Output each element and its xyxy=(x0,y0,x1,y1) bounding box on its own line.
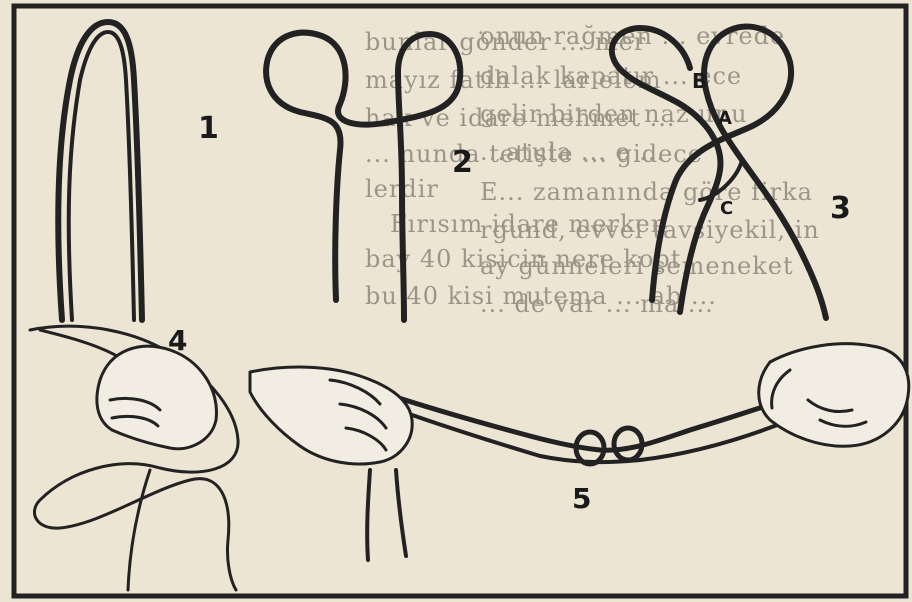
figure-5-hands-and-rope xyxy=(250,344,909,560)
figure-3-label: 3 xyxy=(830,191,851,226)
figure-4-label: 4 xyxy=(168,324,187,357)
figure-3-rope xyxy=(612,27,826,318)
figure-3-point-c: C xyxy=(720,198,733,219)
figure-1-label: 1 xyxy=(198,111,219,146)
figure-1-rope xyxy=(58,22,142,320)
figure-2-rope xyxy=(266,33,460,320)
figure-4-hand-and-rope xyxy=(30,326,238,590)
figure-3-point-a: A xyxy=(718,108,732,129)
figure-2-label: 2 xyxy=(452,145,473,180)
figure-5-label: 5 xyxy=(572,482,591,515)
figure-3-point-b: B xyxy=(692,69,707,93)
illustration-frame xyxy=(14,6,906,596)
